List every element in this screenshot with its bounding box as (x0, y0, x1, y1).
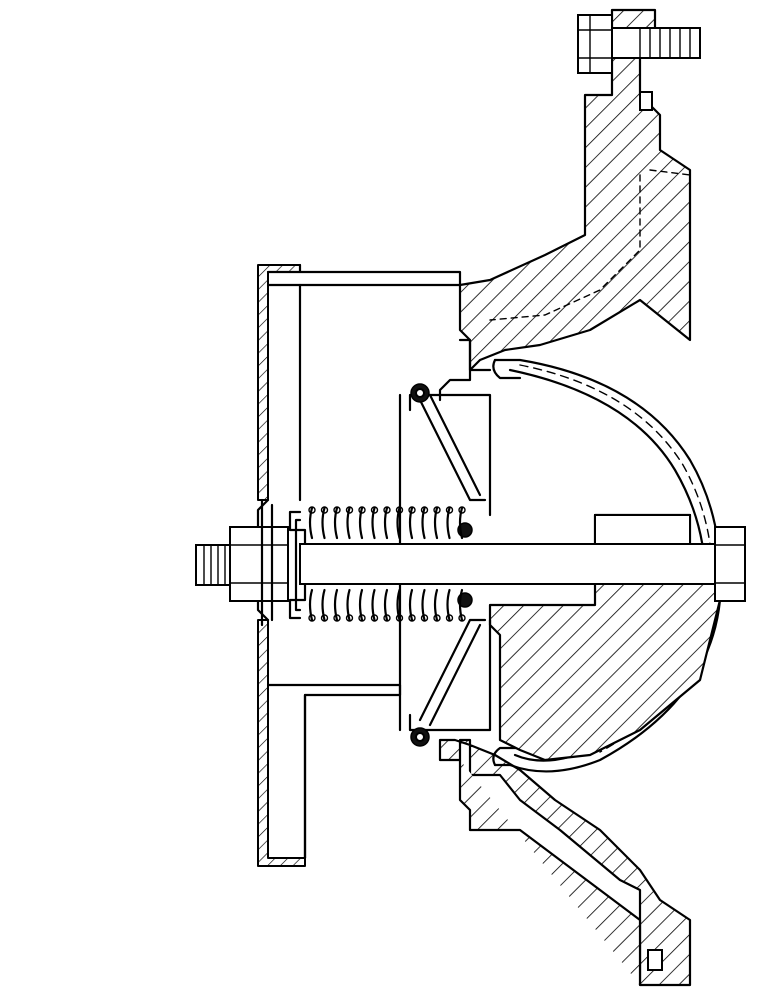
spring-coil-lower (408, 588, 414, 622)
spring-coil-upper (383, 506, 389, 540)
coil-spring-end (420, 614, 429, 622)
o-ring-upper-core (415, 388, 425, 398)
cover-inner-wall (266, 263, 462, 287)
diaphragm-link-lower (418, 618, 487, 722)
coil-spring-icon (358, 506, 366, 514)
coil-spring-icon (370, 506, 379, 514)
cover-plate (256, 263, 462, 867)
nut-lines (229, 544, 289, 584)
rod-end-nut (714, 526, 746, 602)
coil-spring-icon (333, 506, 341, 514)
spring-coil-lower (321, 588, 326, 622)
spring-coil-upper (308, 506, 314, 540)
cover-plate-icon (257, 264, 301, 501)
o-ring-lower-core (415, 732, 425, 742)
chamber-lower-wall (408, 618, 492, 732)
spring-coil-upper (333, 506, 339, 540)
cover-plate-lower (257, 619, 306, 867)
cover-lower-box (266, 683, 402, 860)
lower-flange (458, 760, 642, 985)
spring-coil-lower (333, 588, 339, 622)
main-housing-lower (438, 738, 692, 987)
lower-o-ring-icon (647, 949, 663, 971)
diaphragm-link-lower-2 (428, 623, 482, 727)
coil-spring-icon (320, 506, 329, 514)
spring-coil-lower (446, 588, 451, 622)
bolt-shank (611, 27, 701, 59)
coil-spring-icon (383, 506, 391, 514)
bolt-head-lines (577, 14, 613, 74)
retainer-inner (294, 518, 302, 612)
central-rod (299, 543, 721, 585)
coil-spring-end (458, 614, 466, 622)
hex-bolt-icon (577, 14, 613, 74)
coil-spring-end (383, 614, 391, 622)
spring-coil-upper (446, 506, 451, 540)
mounting-bolt (577, 14, 701, 74)
housing-inner-step (438, 338, 492, 402)
hatched-housing-icon (458, 8, 692, 372)
coil-spring-end (433, 614, 441, 622)
coil-spring-icon (408, 506, 416, 514)
spring-coil-upper (358, 506, 364, 540)
spring-coil-lower (458, 588, 464, 622)
spring-coil-lower (308, 588, 314, 622)
coil-spring-end (395, 614, 404, 622)
cover-center-boss (260, 498, 274, 627)
spring-coil-upper (458, 506, 464, 540)
spring-coil-lower (346, 588, 351, 622)
hub-upper-cap (594, 514, 691, 546)
chamber-upper-wall (408, 393, 492, 517)
spring-coil-lower (421, 588, 426, 622)
coil-spring-icon (458, 506, 466, 514)
return-spring (308, 506, 466, 622)
bolt-thread-lines (639, 27, 691, 59)
coil-spring-icon (445, 506, 454, 514)
diaphragm-bead-lower (492, 746, 522, 767)
coil-spring-icon (433, 506, 441, 514)
spring-coil-upper (346, 506, 351, 540)
diaphragm-link-upper (418, 398, 487, 502)
upper-o-ring-icon (639, 91, 653, 111)
coil-spring-end (445, 614, 454, 622)
coil-spring-end (345, 614, 354, 622)
hatched-housing-lower-icon (438, 738, 692, 987)
coil-spring-icon (308, 506, 316, 514)
coil-spring-end (370, 614, 379, 622)
diaphragm-bead-upper (492, 358, 522, 380)
rod-hex-nut-icon (714, 526, 746, 602)
thread-lines (203, 544, 226, 586)
spring-coil-upper (396, 506, 401, 540)
coil-spring-end (320, 614, 329, 622)
spring-coil-upper (321, 506, 326, 540)
main-housing (438, 8, 692, 402)
spring-coil-upper (371, 506, 376, 540)
coil-spring-end (333, 614, 341, 622)
hex-nut-icon (229, 526, 289, 602)
rod-nut-lines (714, 544, 746, 584)
coil-spring-end (358, 614, 366, 622)
cover-front-face (298, 283, 307, 860)
spring-coil-upper (421, 506, 426, 540)
end-nut (195, 526, 289, 602)
coil-spring-icon (420, 506, 429, 514)
coil-spring-icon (345, 506, 354, 514)
spring-coil-upper (433, 506, 439, 540)
diaphragm-link-upper-2 (428, 393, 482, 497)
spring-coil-upper (408, 506, 414, 540)
spring-coil-lower (383, 588, 389, 622)
housing-dashed-contour (489, 169, 691, 321)
spring-coil-lower (371, 588, 376, 622)
coil-spring-end (308, 614, 316, 622)
coil-spring-icon (395, 506, 404, 514)
spring-coil-lower (433, 588, 439, 622)
spring-coil-lower (358, 588, 364, 622)
spring-coil-lower (396, 588, 401, 622)
rod-icon (299, 543, 721, 585)
coil-spring-end (408, 614, 416, 622)
